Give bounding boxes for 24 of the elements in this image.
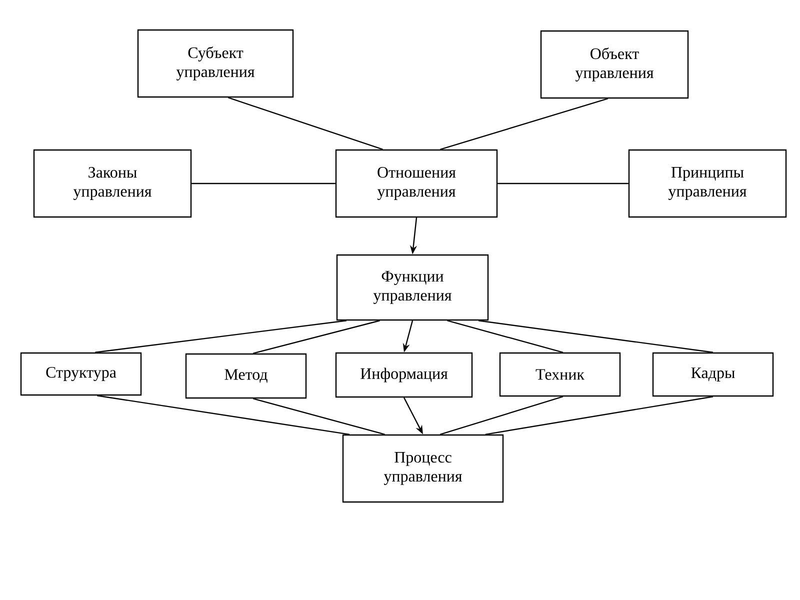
connector-line xyxy=(485,396,714,435)
process-box: Информация xyxy=(335,352,473,398)
connector-line xyxy=(498,182,628,184)
connector-line xyxy=(228,97,383,150)
process-box: Законы управления xyxy=(33,149,192,218)
connector-line xyxy=(252,398,385,435)
connector-line xyxy=(97,395,350,435)
connector-line xyxy=(478,320,714,353)
connector-line xyxy=(252,320,380,354)
process-box: Процесс управления xyxy=(342,434,504,503)
process-box: Объект управления xyxy=(540,30,689,99)
process-box: Отношения управления xyxy=(335,149,498,218)
connector-line xyxy=(440,98,608,150)
connector-line xyxy=(192,182,336,184)
connector-line xyxy=(447,320,564,353)
process-box: Техник xyxy=(499,352,621,397)
process-box: Метод xyxy=(185,353,307,399)
process-box: Кадры xyxy=(652,352,774,397)
connector-line xyxy=(95,320,347,353)
connector-line xyxy=(440,396,564,435)
process-box: Структура xyxy=(20,352,142,396)
process-box: Принципы управления xyxy=(628,149,787,218)
process-box: Субъект управления xyxy=(137,29,294,98)
process-box: Функции управления xyxy=(336,254,489,321)
